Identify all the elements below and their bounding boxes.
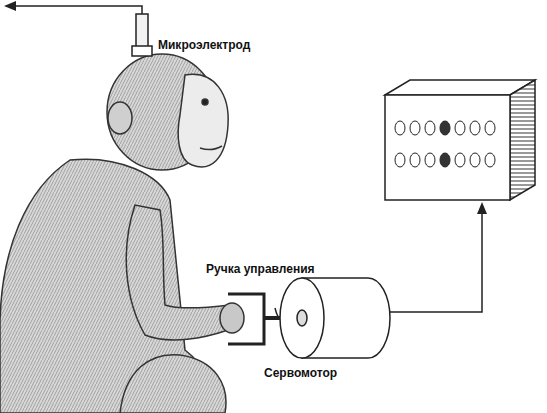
signal-wire — [390, 202, 487, 312]
display-panel — [385, 80, 535, 200]
microelectrode — [132, 14, 152, 56]
servomotor — [280, 278, 390, 358]
monkey-figure — [0, 54, 244, 413]
recording-wire — [4, 1, 142, 14]
part-label: Сервомотор — [262, 366, 339, 381]
part-label: Микроэлектрод — [156, 38, 252, 53]
part-label: Ручка управления — [204, 262, 317, 277]
